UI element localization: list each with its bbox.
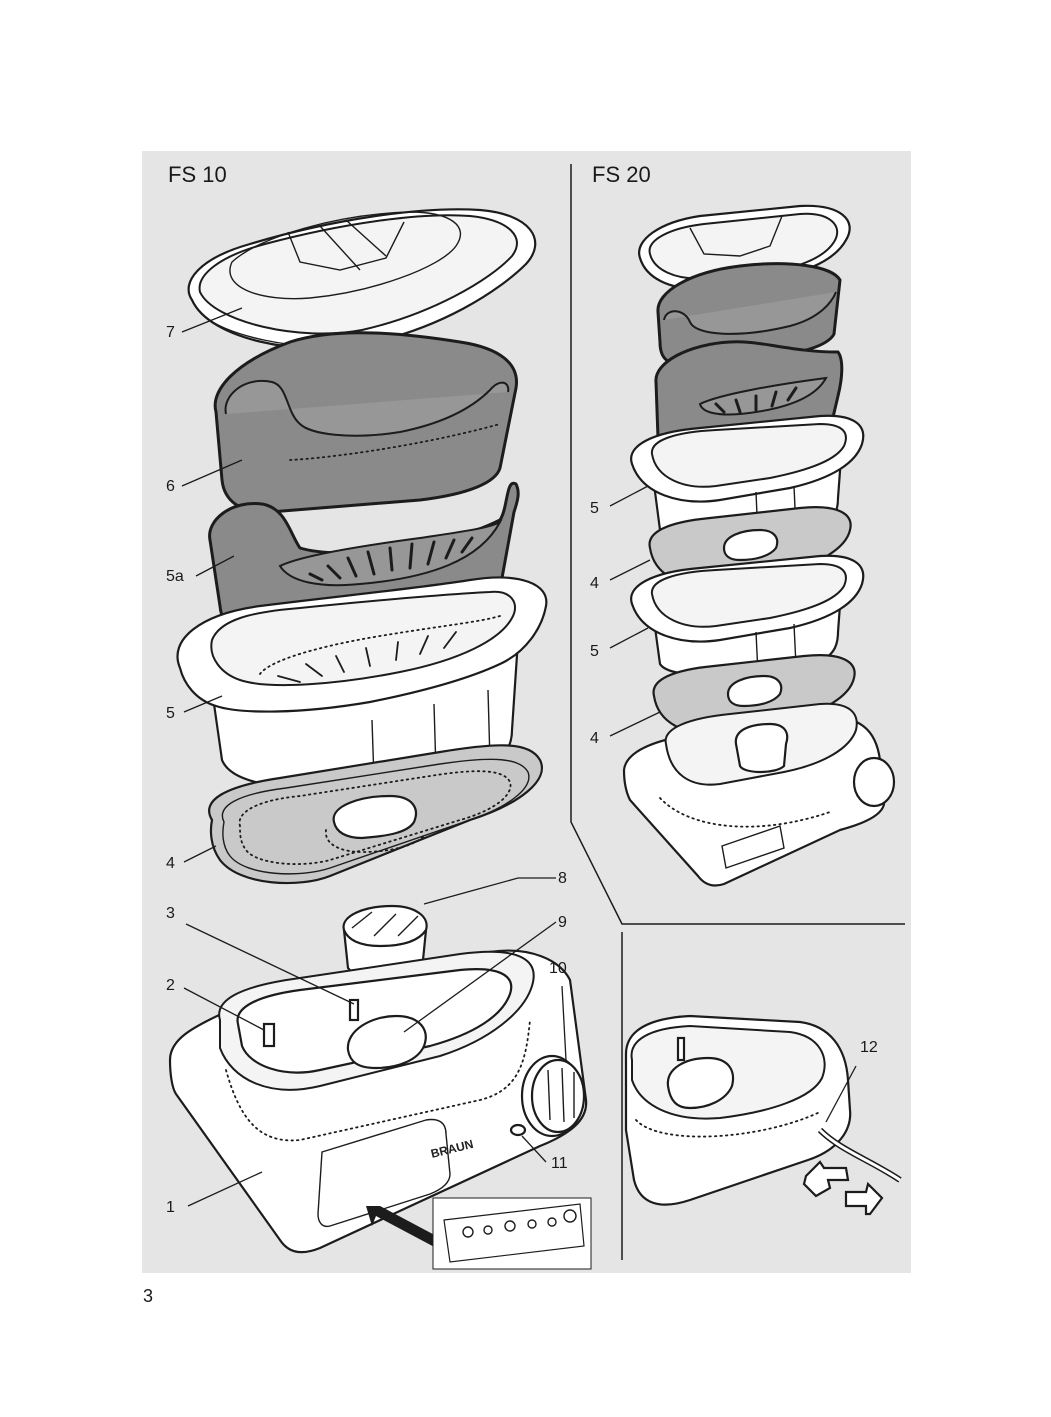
panel-dividers — [570, 164, 905, 1260]
callout-5: 5 — [166, 705, 175, 722]
callout-12: 12 — [860, 1039, 878, 1056]
callout-2: 2 — [166, 977, 175, 994]
control-panel-detail — [366, 1197, 592, 1270]
callout-1: 1 — [166, 1199, 175, 1216]
callout-4: 4 — [166, 855, 175, 872]
fs20-title: FS 20 — [592, 162, 651, 187]
bowl-part-5 — [176, 576, 548, 788]
cord-storage-detail — [624, 1014, 902, 1216]
callout-5a: 5a — [166, 568, 184, 585]
fs10-title: FS 10 — [168, 162, 227, 187]
fs20-callout-4-lower: 4 — [590, 730, 599, 747]
callout-11: 11 — [551, 1155, 568, 1172]
callout-8: 8 — [558, 870, 567, 887]
fs20-callout-5-upper: 5 — [590, 500, 599, 517]
fs20-leader-lines — [609, 485, 661, 737]
fs20-basket-upper — [656, 262, 842, 366]
fs20-callout-5-lower: 5 — [590, 643, 599, 660]
callout-6: 6 — [166, 478, 175, 495]
fs20-base — [622, 702, 896, 887]
drip-tray-part-4 — [208, 744, 543, 885]
page-number: 3 — [143, 1286, 154, 1306]
basket-part-6 — [213, 331, 518, 514]
callout-3: 3 — [166, 905, 175, 922]
callout-10: 10 — [549, 960, 567, 977]
callout-9: 9 — [558, 914, 567, 931]
base-part-1: BRAUN — [168, 949, 588, 1254]
fs20-bowl-lower — [630, 554, 865, 677]
fs10-leader-lines — [181, 307, 567, 1207]
lid-part-7 — [187, 208, 537, 350]
fs20-callout-4-upper: 4 — [590, 575, 599, 592]
callout-7: 7 — [166, 324, 175, 341]
